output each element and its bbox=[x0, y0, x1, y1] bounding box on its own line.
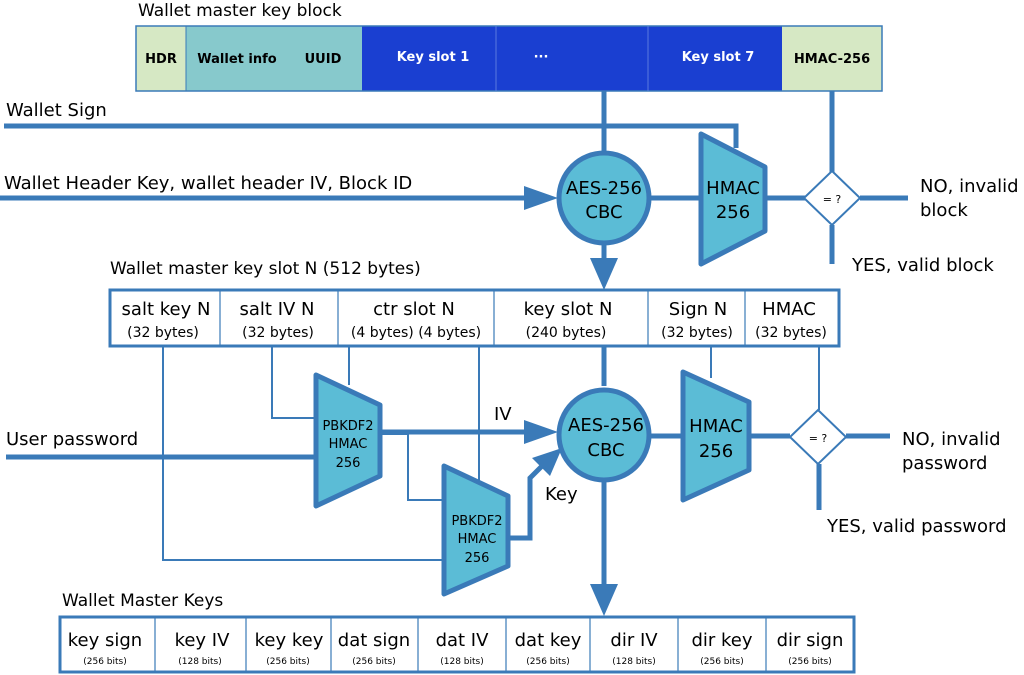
pbkdf-node-a bbox=[313, 372, 383, 509]
top-cell-hdr-bg bbox=[136, 26, 186, 91]
master-keys-border bbox=[58, 615, 856, 674]
salt-iv-line bbox=[271, 346, 316, 419]
pbkdf-a-line2: HMAC bbox=[329, 437, 368, 452]
iv-label: IV bbox=[494, 404, 512, 425]
top-cell-key-slot-7: Key slot 7 bbox=[682, 50, 755, 65]
hmac-node-bottom bbox=[680, 369, 752, 503]
slot-cell-key-slot-size: (240 bytes) bbox=[526, 325, 607, 341]
mk-dir-iv-size: (128 bits) bbox=[612, 657, 656, 667]
slot-cell-hmac: HMAC bbox=[762, 299, 816, 320]
slot-cell-sign-size: (32 bytes) bbox=[661, 325, 733, 341]
hmac-bottom-line2: 256 bbox=[699, 441, 733, 462]
master-keys-block: key sign (256 bits) key IV (128 bits) ke… bbox=[58, 615, 856, 674]
user-password-label: User password bbox=[6, 429, 138, 450]
hmac-top-line2: 256 bbox=[716, 202, 750, 223]
slot-cell-hmac-size: (32 bytes) bbox=[755, 325, 827, 341]
no-invalid-password-line2: password bbox=[902, 453, 987, 474]
slot-cell-sign: Sign N bbox=[669, 299, 727, 320]
aes-node-top bbox=[556, 150, 652, 246]
wallet-sign-label: Wallet Sign bbox=[6, 100, 107, 121]
mk-key-iv: key IV bbox=[175, 630, 231, 651]
key-arrow bbox=[532, 448, 562, 476]
top-cell-uuid: UUID bbox=[305, 52, 342, 67]
key-label: Key bbox=[545, 484, 578, 505]
mk-dir-iv: dir IV bbox=[610, 630, 658, 651]
mk-dir-key-size: (256 bits) bbox=[700, 657, 744, 667]
compare-node-top bbox=[802, 169, 862, 227]
master-keys-title: Wallet Master Keys bbox=[62, 591, 223, 611]
compare-bottom-label: = ? bbox=[809, 432, 828, 445]
no-invalid-block-line1: NO, invalid bbox=[920, 176, 1019, 197]
slot-cell-salt-key-size: (32 bytes) bbox=[127, 325, 199, 341]
aes-top-line1: AES-256 bbox=[566, 178, 642, 199]
iv-arrow bbox=[524, 420, 558, 444]
mk-key-key: key key bbox=[255, 630, 324, 651]
top-cell-hdr: HDR bbox=[145, 52, 177, 67]
aes-bottom-line2: CBC bbox=[587, 440, 624, 461]
mk-dir-sign: dir sign bbox=[777, 630, 844, 651]
header-key-label: Wallet Header Key, wallet header IV, Blo… bbox=[4, 173, 412, 194]
compare-top-label: = ? bbox=[823, 193, 842, 206]
aes-down-arrow bbox=[590, 258, 618, 290]
pbkdf-b-line3: 256 bbox=[465, 551, 490, 566]
mk-dat-iv-size: (128 bits) bbox=[440, 657, 484, 667]
salt-key-line bbox=[162, 346, 444, 561]
top-cell-ellipsis: ··· bbox=[534, 50, 549, 65]
top-block-title: Wallet master key block bbox=[138, 1, 342, 21]
key-line bbox=[508, 458, 550, 541]
pbkdf-a-line1: PBKDF2 bbox=[322, 419, 373, 434]
mk-dir-sign-size: (256 bits) bbox=[788, 657, 832, 667]
header-key-arrow bbox=[524, 186, 558, 210]
mk-key-sign: key sign bbox=[68, 630, 142, 651]
mk-dat-iv: dat IV bbox=[436, 630, 490, 651]
mk-key-iv-size: (128 bits) bbox=[178, 657, 222, 667]
no-invalid-password-line1: NO, invalid bbox=[902, 429, 1001, 450]
pbkdf-a-to-b-line bbox=[380, 433, 444, 501]
top-cell-hmac-256: HMAC-256 bbox=[794, 52, 870, 67]
compare-node-bottom bbox=[788, 408, 848, 466]
pbkdf-b-line2: HMAC bbox=[458, 532, 497, 547]
mk-key-sign-size: (256 bits) bbox=[83, 657, 127, 667]
wallet-sign-line bbox=[4, 123, 739, 148]
slot-cell-salt-iv: salt IV N bbox=[240, 299, 315, 320]
pbkdf-a-line3: 256 bbox=[336, 456, 361, 471]
aes-top-line2: CBC bbox=[585, 202, 622, 223]
slot-cell-salt-iv-size: (32 bytes) bbox=[242, 325, 314, 341]
aes-node-bottom bbox=[556, 387, 652, 483]
top-block: HDR Wallet info UUID Key slot 1 ··· Key … bbox=[135, 25, 883, 92]
slot-title: Wallet master key slot N (512 bytes) bbox=[110, 259, 421, 279]
slot-cell-salt-key: salt key N bbox=[122, 299, 211, 320]
yes-valid-block: YES, valid block bbox=[851, 255, 994, 276]
mk-dat-key-size: (256 bits) bbox=[526, 657, 570, 667]
slot-cell-ctr: ctr slot N bbox=[373, 299, 455, 320]
hmac-bottom-line1: HMAC bbox=[689, 416, 743, 437]
mk-dat-sign: dat sign bbox=[338, 630, 410, 651]
aes-bottom-line1: AES-256 bbox=[568, 415, 644, 436]
top-cell-slots-bg bbox=[362, 26, 782, 91]
top-cell-wallet-info-bg bbox=[186, 26, 288, 91]
slot-cell-ctr-size: (4 bytes) (4 bytes) bbox=[351, 325, 481, 341]
pbkdf-node-b bbox=[441, 463, 511, 597]
hmac-node-top bbox=[698, 131, 768, 267]
slot-block: salt key N (32 bytes) salt IV N (32 byte… bbox=[108, 288, 841, 348]
top-block-border bbox=[135, 25, 883, 92]
slot-cell-key-slot: key slot N bbox=[524, 299, 613, 320]
hmac-top-line1: HMAC bbox=[706, 178, 760, 199]
mk-dir-key: dir key bbox=[691, 630, 752, 651]
top-cell-key-slot-1: Key slot 1 bbox=[397, 50, 470, 65]
yes-valid-password: YES, valid password bbox=[826, 516, 1007, 537]
top-cell-hmac-bg bbox=[782, 26, 882, 91]
no-invalid-block-line2: block bbox=[920, 200, 968, 221]
mk-dat-sign-size: (256 bits) bbox=[352, 657, 396, 667]
mk-key-key-size: (256 bits) bbox=[266, 657, 310, 667]
top-cell-uuid-bg bbox=[288, 26, 362, 91]
pbkdf-b-line1: PBKDF2 bbox=[451, 514, 502, 529]
mk-dat-key: dat key bbox=[515, 630, 582, 651]
top-cell-wallet-info: Wallet info bbox=[197, 52, 276, 67]
slot-block-border bbox=[108, 288, 841, 348]
aes-to-keys-arrow bbox=[590, 584, 618, 616]
